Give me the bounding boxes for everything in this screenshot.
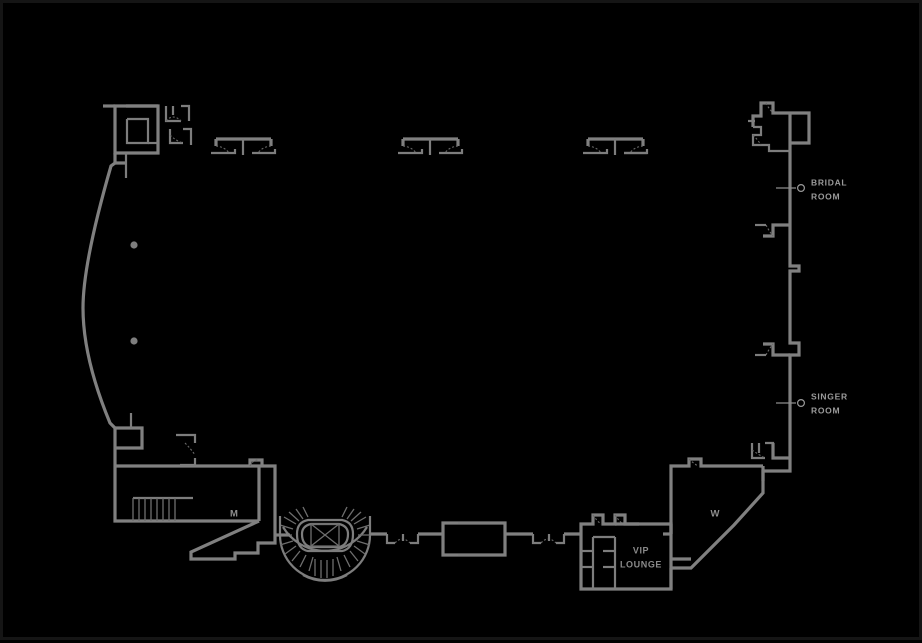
room-women-restroom [663, 457, 765, 589]
room-label-vip-line2: LOUNGE [620, 559, 662, 569]
restroom-stalls [579, 513, 639, 591]
room-label-women: W [711, 509, 720, 520]
door-swing-top-left [164, 104, 193, 145]
callout-bridal-room: BRIDAL ROOM [776, 177, 847, 201]
straight-stair [132, 496, 193, 521]
callout-label-bridal-line1: BRIDAL [811, 177, 847, 187]
door-swing-southwest [176, 433, 197, 467]
bridal-marker-circle [796, 184, 805, 193]
southwest-block [113, 413, 261, 523]
curved-west-wall [81, 104, 117, 430]
column-markers [130, 241, 138, 345]
callout-label-singer-line2: ROOM [811, 405, 840, 415]
column-dot [130, 241, 138, 249]
callout-singer-room: SINGER ROOM [776, 391, 848, 415]
room-vip-lounge [607, 522, 673, 591]
singer-marker-circle [796, 399, 805, 408]
callout-label-singer-line1: SINGER [811, 391, 848, 401]
room-men-restroom [189, 458, 277, 561]
vestibule-3 [583, 137, 649, 155]
stair-core-top-left [113, 104, 160, 178]
radial-grand-stair [278, 506, 372, 582]
room-label-men: M [230, 509, 238, 520]
column-dot [130, 337, 138, 345]
floor-plan-drawing: M [81, 101, 848, 591]
east-wall [755, 113, 801, 473]
vestibule-2 [398, 137, 464, 155]
northeast-block [748, 101, 811, 153]
door-swing-women [750, 441, 775, 460]
room-label-vip-line1: VIP [633, 545, 649, 555]
vestibule-1 [211, 137, 277, 155]
south-corridor [275, 521, 581, 557]
callout-label-bridal-line2: ROOM [811, 191, 840, 201]
